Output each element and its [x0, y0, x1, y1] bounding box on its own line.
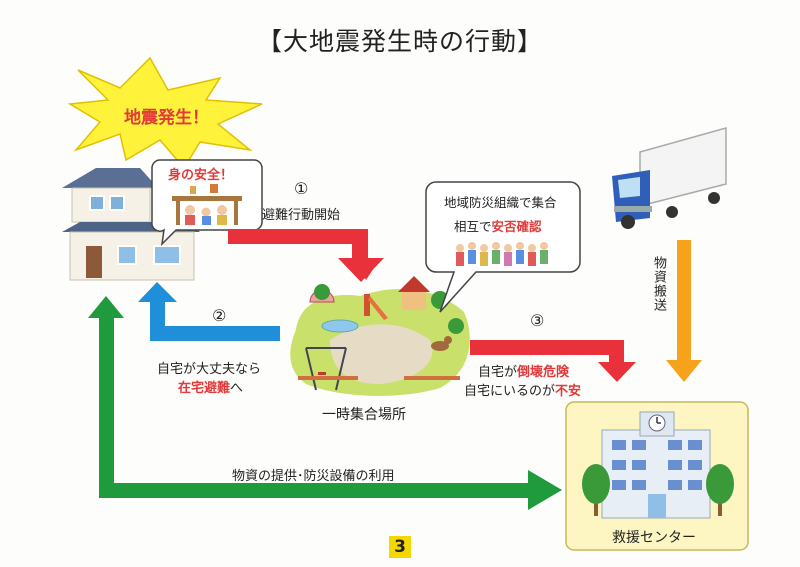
step2-line2: 在宅避難へ — [178, 381, 244, 396]
step1-number: ① — [294, 179, 309, 198]
step3-line2: 自宅にいるのが不安 — [464, 384, 582, 399]
step3-line1: 自宅が倒壊危険 — [478, 365, 570, 380]
safety-label: 身の安全！ — [168, 168, 234, 183]
park-bubble-line2: 相互で安否確認 — [454, 219, 542, 234]
earthquake-label: 地震発生！ — [124, 108, 209, 128]
house-speech-bubble — [151, 159, 263, 247]
rescue-center-panel — [565, 401, 749, 551]
house-illustration — [62, 168, 200, 281]
arrow-evacuation-start — [228, 229, 384, 282]
step3-number: ③ — [530, 311, 545, 330]
step2-line1: 自宅が大丈夫なら — [157, 362, 262, 377]
park-speech-bubble — [425, 181, 581, 313]
page-number-badge: 3 — [389, 536, 411, 558]
park-label: 一時集合場所 — [322, 407, 406, 423]
rescue-center-label: 救援センター — [612, 530, 696, 546]
arrow-supplies-facilities — [88, 296, 562, 510]
page-title: 【大地震発生時の行動】 — [256, 27, 543, 56]
truck-illustration — [612, 127, 727, 229]
arrow-to-rescue-center — [470, 340, 636, 382]
park-illustration — [290, 276, 470, 396]
arrow-supply-delivery — [666, 240, 702, 382]
truck-label: 物資搬送 — [651, 256, 666, 312]
earthquake-burst — [67, 56, 263, 170]
step2-number: ② — [212, 306, 227, 325]
park-bubble-line1: 地域防災組織で集合 — [444, 195, 557, 210]
bottom-arrow-label: 物資の提供･防災設備の利用 — [232, 469, 395, 484]
step1-label: 避難行動開始 — [262, 208, 341, 223]
arrow-return-home — [138, 282, 280, 341]
